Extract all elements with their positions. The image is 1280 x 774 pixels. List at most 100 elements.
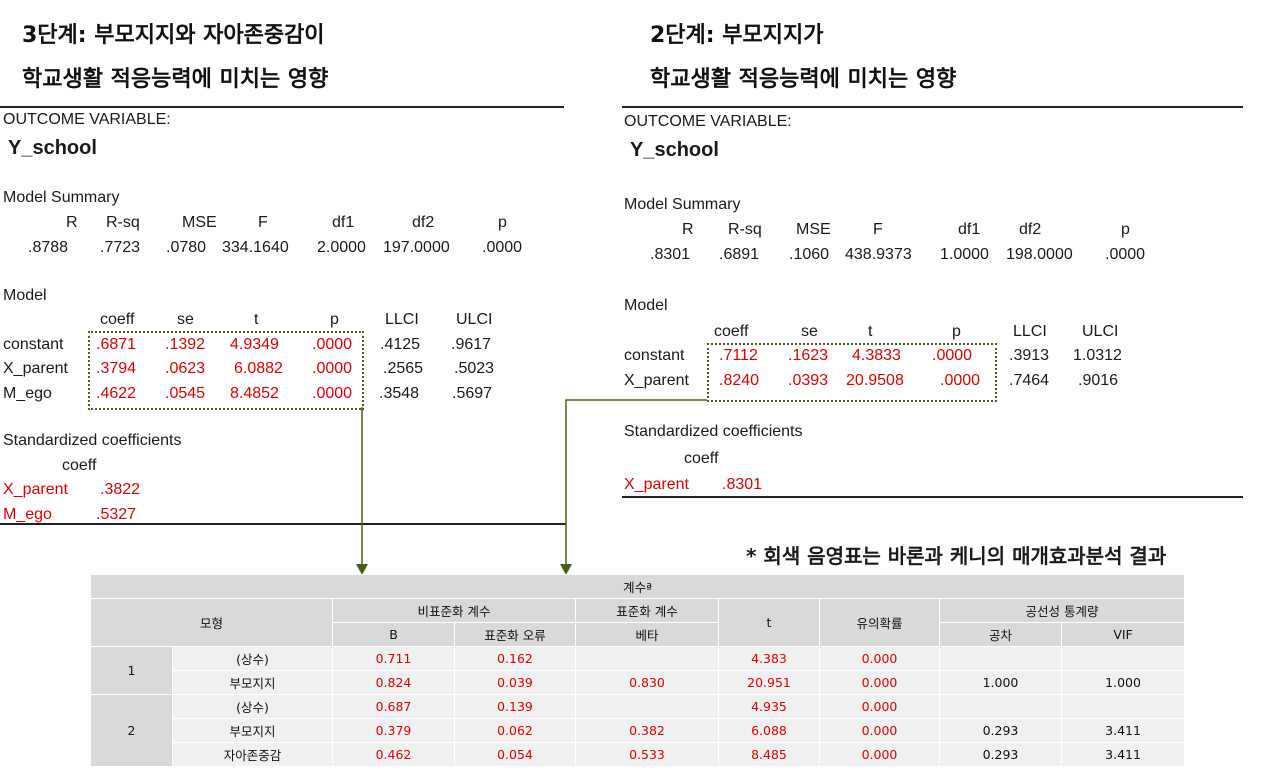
left-summary-value: .0780 — [166, 239, 207, 256]
left-row-coeff: .3794 — [96, 360, 137, 377]
right-row-llci: .7464 — [1009, 372, 1050, 389]
right-row-ulci: 1.0312 — [1073, 347, 1122, 364]
predictor-name: 자아존중감 — [172, 742, 333, 767]
right-summary-value: .8301 — [650, 246, 691, 263]
left-row-coeff: .6871 — [96, 336, 137, 353]
spss-coefficients-table: 계수ª 모형 비표준화 계수 표준화 계수 t 유의확률 공선성 통계량 B 표… — [89, 574, 1186, 767]
left-row-coeff: .4622 — [96, 385, 137, 402]
right-highlight-box — [707, 343, 997, 402]
left-summary-header: df2 — [412, 214, 435, 231]
left-std-name: X_parent — [3, 481, 68, 498]
right-bottom-rule — [622, 496, 1243, 498]
header-standardized: 표준화 계수 — [575, 598, 719, 623]
header-beta: 베타 — [575, 622, 719, 647]
right-row-name: X_parent — [624, 372, 689, 389]
left-model-header: t — [254, 311, 259, 328]
right-outcome-var: Y_school — [630, 139, 719, 161]
right-title-line2: 학교생활 적응능력에 미치는 영향 — [650, 67, 957, 92]
cell-vif — [1060, 694, 1186, 719]
header-significance: 유의확률 — [819, 598, 940, 647]
left-row-p: .0000 — [312, 360, 353, 377]
left-summary-label: Model Summary — [3, 189, 120, 206]
right-summary-value: 1.0000 — [940, 246, 989, 263]
left-std-name: M_ego — [3, 506, 52, 523]
cell-beta: 0.533 — [575, 742, 719, 767]
right-outcome-label: OUTCOME VARIABLE: — [624, 113, 792, 130]
right-summary-header: F — [873, 221, 883, 238]
right-model-label: Model — [624, 297, 668, 314]
right-row-name: constant — [624, 347, 685, 364]
cell-se: 0.162 — [454, 646, 576, 671]
left-row-ulci: .9617 — [451, 336, 492, 353]
left-summary-header: R-sq — [106, 214, 140, 231]
table-row: 2 (상수) 0.687 0.139 4.935 0.000 — [90, 694, 1186, 767]
cell-se: 0.039 — [454, 670, 576, 695]
right-summary-value: .6891 — [719, 246, 760, 263]
left-row-se: .0623 — [165, 360, 206, 377]
right-row-p: .0000 — [940, 372, 981, 389]
cell-sig: 0.000 — [819, 694, 940, 719]
header-tolerance: 공차 — [939, 622, 1062, 647]
right-row-p: .0000 — [932, 347, 973, 364]
cell-t: 20.951 — [718, 670, 820, 695]
left-row-name: X_parent — [3, 360, 68, 377]
cell-beta — [575, 694, 719, 719]
left-summary-header: F — [258, 214, 268, 231]
left-row-llci: .4125 — [380, 336, 421, 353]
right-model-header: se — [801, 323, 818, 340]
cell-sig: 0.000 — [819, 646, 940, 671]
right-model-header: LLCI — [1013, 323, 1047, 340]
left-row-ulci: .5023 — [454, 360, 495, 377]
right-row-ulci: .9016 — [1078, 372, 1119, 389]
header-t: t — [718, 598, 820, 647]
right-row-se: .0393 — [788, 372, 829, 389]
cell-vif: 1.000 — [1060, 670, 1186, 695]
cell-vif: 3.411 — [1060, 718, 1186, 743]
left-outcome-var: Y_school — [8, 137, 97, 159]
header-std-error: 표준화 오류 — [454, 622, 576, 647]
predictor-name: 부모지지 — [172, 718, 333, 743]
table-row: 자아존중감 0.462 0.054 0.533 8.485 0.000 0.29… — [91, 742, 1186, 767]
model-number: 1 — [90, 646, 173, 695]
left-summary-header: df1 — [332, 214, 355, 231]
model-number: 2 — [90, 694, 173, 767]
left-row-p: .0000 — [312, 336, 353, 353]
predictor-name: (상수) — [172, 646, 333, 671]
cell-sig: 0.000 — [819, 718, 940, 743]
left-row-t: 6.0882 — [234, 360, 283, 377]
left-model-header: LLCI — [385, 311, 419, 328]
left-summary-header: p — [498, 214, 507, 231]
left-row-p: .0000 — [312, 385, 353, 402]
cell-b: 0.462 — [332, 742, 455, 767]
table-row: 부모지지 0.824 0.039 0.830 20.951 0.000 1.00… — [91, 670, 1186, 695]
right-std-name: X_parent — [624, 476, 689, 493]
left-summary-value: .8788 — [28, 239, 69, 256]
right-arrowhead-icon — [560, 564, 572, 575]
right-summary-value: .1060 — [789, 246, 830, 263]
left-bottom-rule — [0, 523, 566, 525]
cell-b: 0.379 — [332, 718, 455, 743]
right-summary-value: .0000 — [1105, 246, 1146, 263]
right-row-t: 4.3833 — [852, 347, 901, 364]
cell-t: 4.383 — [718, 646, 820, 671]
table-title: 계수ª — [89, 574, 1186, 599]
right-summary-value: 198.0000 — [1006, 246, 1073, 263]
predictor-name: (상수) — [172, 694, 333, 719]
left-arrowhead-icon — [356, 564, 368, 575]
right-std-value: .8301 — [722, 476, 763, 493]
cell-b: 0.824 — [332, 670, 455, 695]
gray-table-note: * 회색 음영표는 바론과 케니의 매개효과분석 결과 — [746, 544, 1167, 568]
table-row: 1 (상수) 0.711 0.162 4.383 0.000 — [90, 646, 1186, 695]
cell-se: 0.054 — [454, 742, 576, 767]
left-row-name: constant — [3, 336, 64, 353]
left-row-se: .0545 — [165, 385, 206, 402]
right-model-header: coeff — [714, 323, 749, 340]
header-unstandardized: 비표준화 계수 — [332, 598, 576, 623]
cell-b: 0.687 — [332, 694, 455, 719]
left-row-llci: .2565 — [383, 360, 424, 377]
right-top-rule — [622, 106, 1243, 108]
cell-vif — [1060, 646, 1186, 671]
right-summary-value: 438.9373 — [845, 246, 912, 263]
right-std-label: Standardized coefficients — [624, 423, 803, 440]
left-model-header: ULCI — [456, 311, 493, 328]
